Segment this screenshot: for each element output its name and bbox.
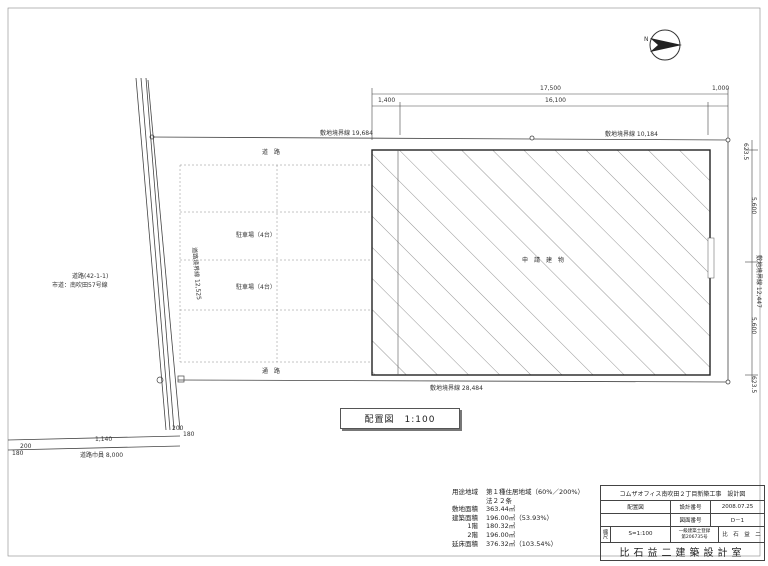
road-top-label: 道 路 [262, 148, 280, 156]
dim-right-offset: 1,000 [712, 85, 729, 92]
corner-marker [156, 376, 164, 384]
boundary-top-left: 敷地境界線 19,684 [320, 129, 373, 137]
tb-row-number: 図面番号 D－1 [601, 513, 764, 527]
dim-right-top: 623.5 [742, 143, 749, 160]
site-zones [179, 164, 372, 363]
sheet-title: 配置図 1:100 [364, 415, 436, 425]
dim-left-offset: 1,400 [378, 97, 395, 104]
spec-value: 法２２条 [486, 496, 512, 505]
tb-architect: 比 石 益 二 [722, 532, 761, 538]
spec-value: 196.00㎡ [486, 530, 516, 539]
tb-scale: S=1:100 [611, 526, 671, 542]
spec-label: 2階 [467, 530, 478, 539]
tb-number-label: 図面番号 [671, 513, 711, 526]
tb-date: 2008.07.25 [721, 503, 754, 510]
tb-date-label: 設計番号 [671, 500, 711, 513]
road-dim-180a: 180 [12, 450, 24, 457]
building-label: 申 請 建 物 [522, 256, 564, 264]
parking-1-label: 駐車場（4台） [236, 231, 276, 239]
right-dimensions [745, 140, 758, 382]
road-dim-1140: 1,140 [95, 436, 112, 443]
north-arrow-icon: N [644, 29, 682, 61]
spec-row: 法２２条 [408, 497, 584, 506]
spec-row: 敷地面積 363.44㎡ [408, 505, 584, 514]
spec-label: 1階 [467, 522, 478, 531]
spec-row: 延床面積 376.32㎡（103.54%） [408, 540, 584, 549]
tb-scale-label-cell: 縮尺 [601, 526, 611, 542]
road-width: 道路巾員 8,000 [80, 451, 123, 459]
spec-row: 用途地域第１種住居地域（60%／200%） [408, 488, 584, 497]
passage-label: 通 路 [262, 367, 280, 375]
road-dim-180b: 180 [183, 431, 195, 438]
spec-value: 196.00㎡（53.93%） [486, 513, 554, 522]
spec-value: 第１種住居地域（60%／200%） [486, 488, 585, 496]
tb-license-line2: 第206735号 [681, 535, 708, 540]
spec-label: 敷地面積 [452, 505, 478, 514]
tb-license: 一級建築士登録 第206735号 [671, 526, 719, 542]
title-block: コムザオフィス南吹田２丁目新築工事 設計図 配置図 設計番号 2008.07.2… [600, 485, 765, 561]
spec-label: 用途地域 [452, 488, 478, 496]
tb-row-scale: 縮尺 S=1:100 一級建築士登録 第206735号 比 石 益 二 [601, 526, 764, 543]
spec-row: 1階 180.32㎡ [408, 522, 584, 531]
tb-row-drawing: 配置図 設計番号 2008.07.25 [601, 500, 764, 514]
dim-right-bottom: 623.5 [750, 376, 757, 393]
spec-row: 2階 196.00㎡ [408, 531, 584, 540]
boundary-bottom: 敷地境界線 28,484 [430, 384, 483, 392]
boundary-left: 道路境界線 12,525 [190, 247, 203, 301]
spec-row: 建築面積 196.00㎡（53.93%） [408, 514, 584, 523]
spec-label [408, 497, 486, 506]
left-road-lines [7, 77, 181, 451]
spec-value: 376.32㎡（103.54%） [486, 539, 558, 548]
spec-label: 延床面積 [452, 539, 478, 548]
svg-text:N: N [644, 36, 649, 43]
road-dim-200b: 200 [172, 425, 184, 432]
tb-license-line1: 一級建築士登録 [678, 529, 711, 534]
road-dim-200a: 200 [20, 443, 32, 450]
dim-building-width: 16,100 [545, 97, 566, 104]
road-left-line1: 道路(42-1-1) [72, 272, 108, 280]
dim-right-lower: 5,600 [750, 317, 757, 334]
road-left-line2: 市道：南吹田57号線 [52, 281, 108, 289]
boundary-right: 敷地境界線 12,447 [755, 255, 763, 308]
tb-number: D－1 [730, 517, 745, 524]
tb-blank [601, 513, 671, 526]
spec-label: 建築面積 [452, 513, 478, 522]
top-dimensions [371, 88, 729, 140]
spec-value: 363.44㎡ [486, 505, 516, 514]
tb-project: コムザオフィス南吹田２丁目新築工事 設計図 [601, 486, 764, 501]
tb-office: 比石益二建築設計室 [619, 547, 746, 559]
parking-2-label: 駐車場（4台） [236, 283, 276, 291]
dim-right-upper: 5,600 [750, 197, 757, 214]
tb-drawing-name: 配置図 [601, 500, 671, 513]
boundary-top-right: 敷地境界線 10,184 [605, 130, 658, 138]
spec-table: 用途地域第１種住居地域（60%／200%） 法２２条 敷地面積 363.44㎡ 建… [408, 488, 584, 548]
dim-overall: 17,500 [540, 85, 561, 92]
tb-scale-label: 縮尺 [602, 529, 608, 539]
sheet-title-box: 配置図 1:100 [340, 408, 460, 429]
sheet-frame [7, 7, 761, 557]
spec-value: 180.32㎡ [486, 522, 516, 531]
building-footprint [371, 149, 715, 376]
